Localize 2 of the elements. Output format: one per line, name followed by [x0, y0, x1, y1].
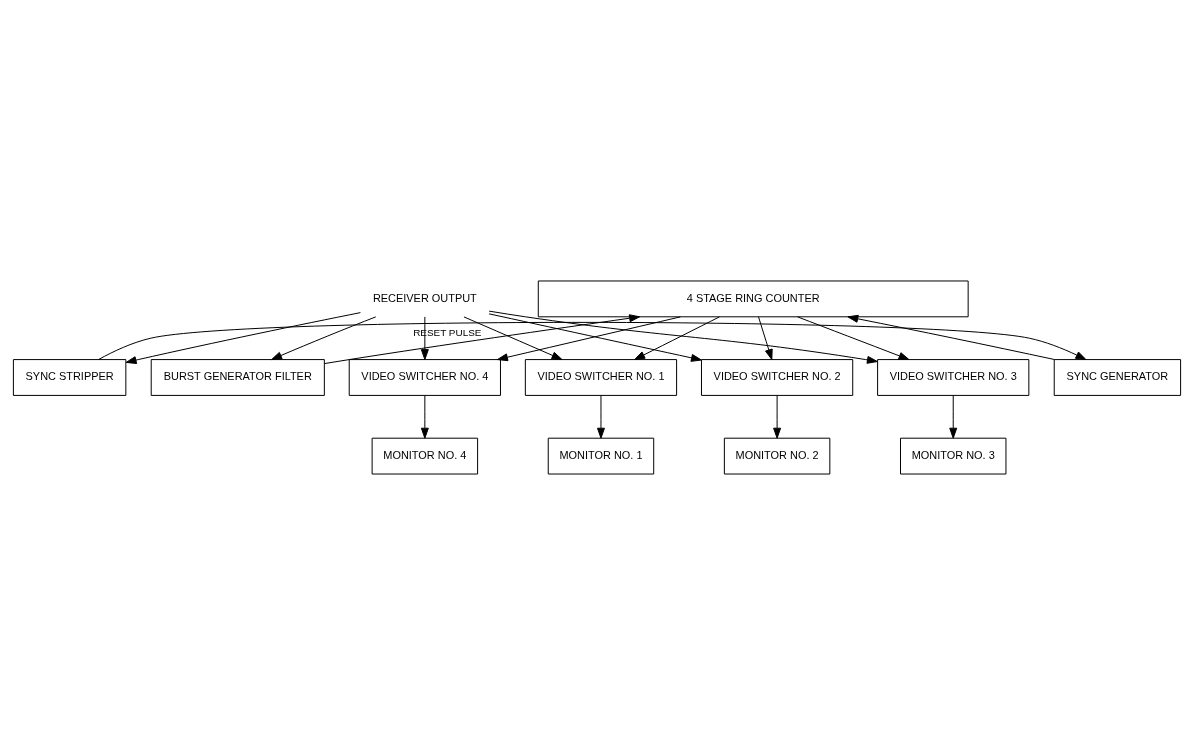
edge-label: RESET PULSE: [413, 327, 482, 339]
node-text: RECEIVER OUTPUT: [372, 291, 477, 304]
